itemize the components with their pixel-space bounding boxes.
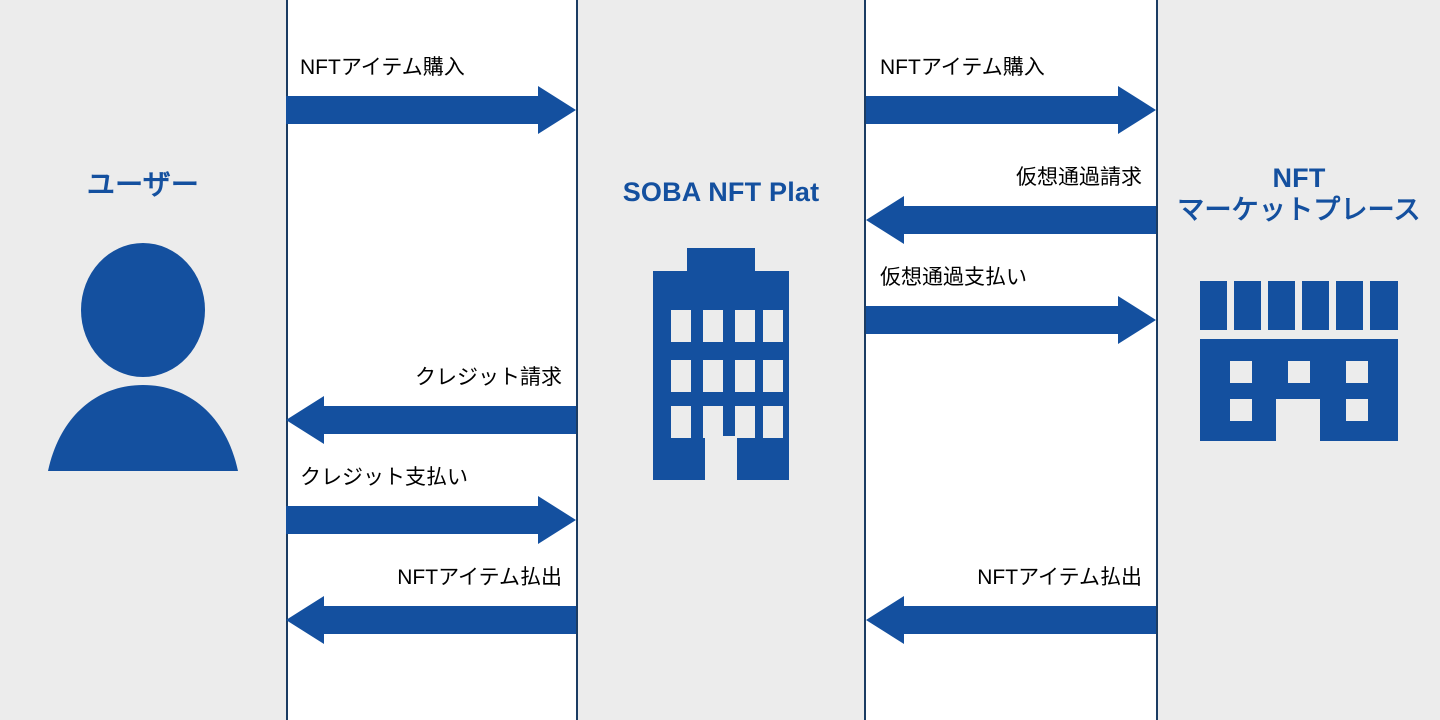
- flow-label: クレジット請求: [415, 366, 562, 389]
- arrow-right-icon: [286, 86, 576, 134]
- arrow-left-icon: [866, 196, 1156, 244]
- arrow-right-icon: [866, 86, 1156, 134]
- person-icon: [38, 243, 248, 478]
- flow-soba-to-user-nft-payout: NFTアイテム払出: [286, 558, 576, 644]
- arrow-left-icon: [866, 596, 1156, 644]
- flow-market-to-soba-crypto-billing: 仮想通過請求: [866, 158, 1156, 244]
- flow-label: 仮想通過支払い: [880, 266, 1027, 289]
- flow-label: NFTアイテム払出: [397, 566, 562, 589]
- panel-soba-nft-plat: SOBA NFT Plat: [576, 0, 866, 720]
- storefront-icon: [1200, 281, 1398, 446]
- panel-soba-title: SOBA NFT Plat: [622, 177, 820, 207]
- panel-nft-marketplace: NFT マーケットプレース: [1156, 0, 1440, 720]
- flow-label: クレジット支払い: [300, 466, 468, 489]
- panel-user: ユーザー: [0, 0, 288, 720]
- office-building-icon: [645, 248, 797, 485]
- arrow-right-icon: [866, 296, 1156, 344]
- flow-soba-to-market-nft-purchase: NFTアイテム購入: [866, 48, 1156, 134]
- flow-market-to-soba-nft-payout: NFTアイテム払出: [866, 558, 1156, 644]
- flow-user-to-soba-nft-purchase: NFTアイテム購入: [286, 48, 576, 134]
- arrow-left-icon: [286, 396, 576, 444]
- arrow-right-icon: [286, 496, 576, 544]
- flow-user-to-soba-credit-payment: クレジット支払い: [286, 458, 576, 544]
- flow-label: 仮想通過請求: [1016, 166, 1142, 189]
- arrow-left-icon: [286, 596, 576, 644]
- flow-soba-to-user-credit-billing: クレジット請求: [286, 358, 576, 444]
- flow-label: NFTアイテム購入: [300, 56, 465, 79]
- panel-marketplace-title: NFT マーケットプレース: [1177, 163, 1421, 225]
- flow-soba-to-market-crypto-payment: 仮想通過支払い: [866, 258, 1156, 344]
- flow-label: NFTアイテム払出: [977, 566, 1142, 589]
- panel-user-title: ユーザー: [86, 169, 200, 200]
- flow-label: NFTアイテム購入: [880, 56, 1045, 79]
